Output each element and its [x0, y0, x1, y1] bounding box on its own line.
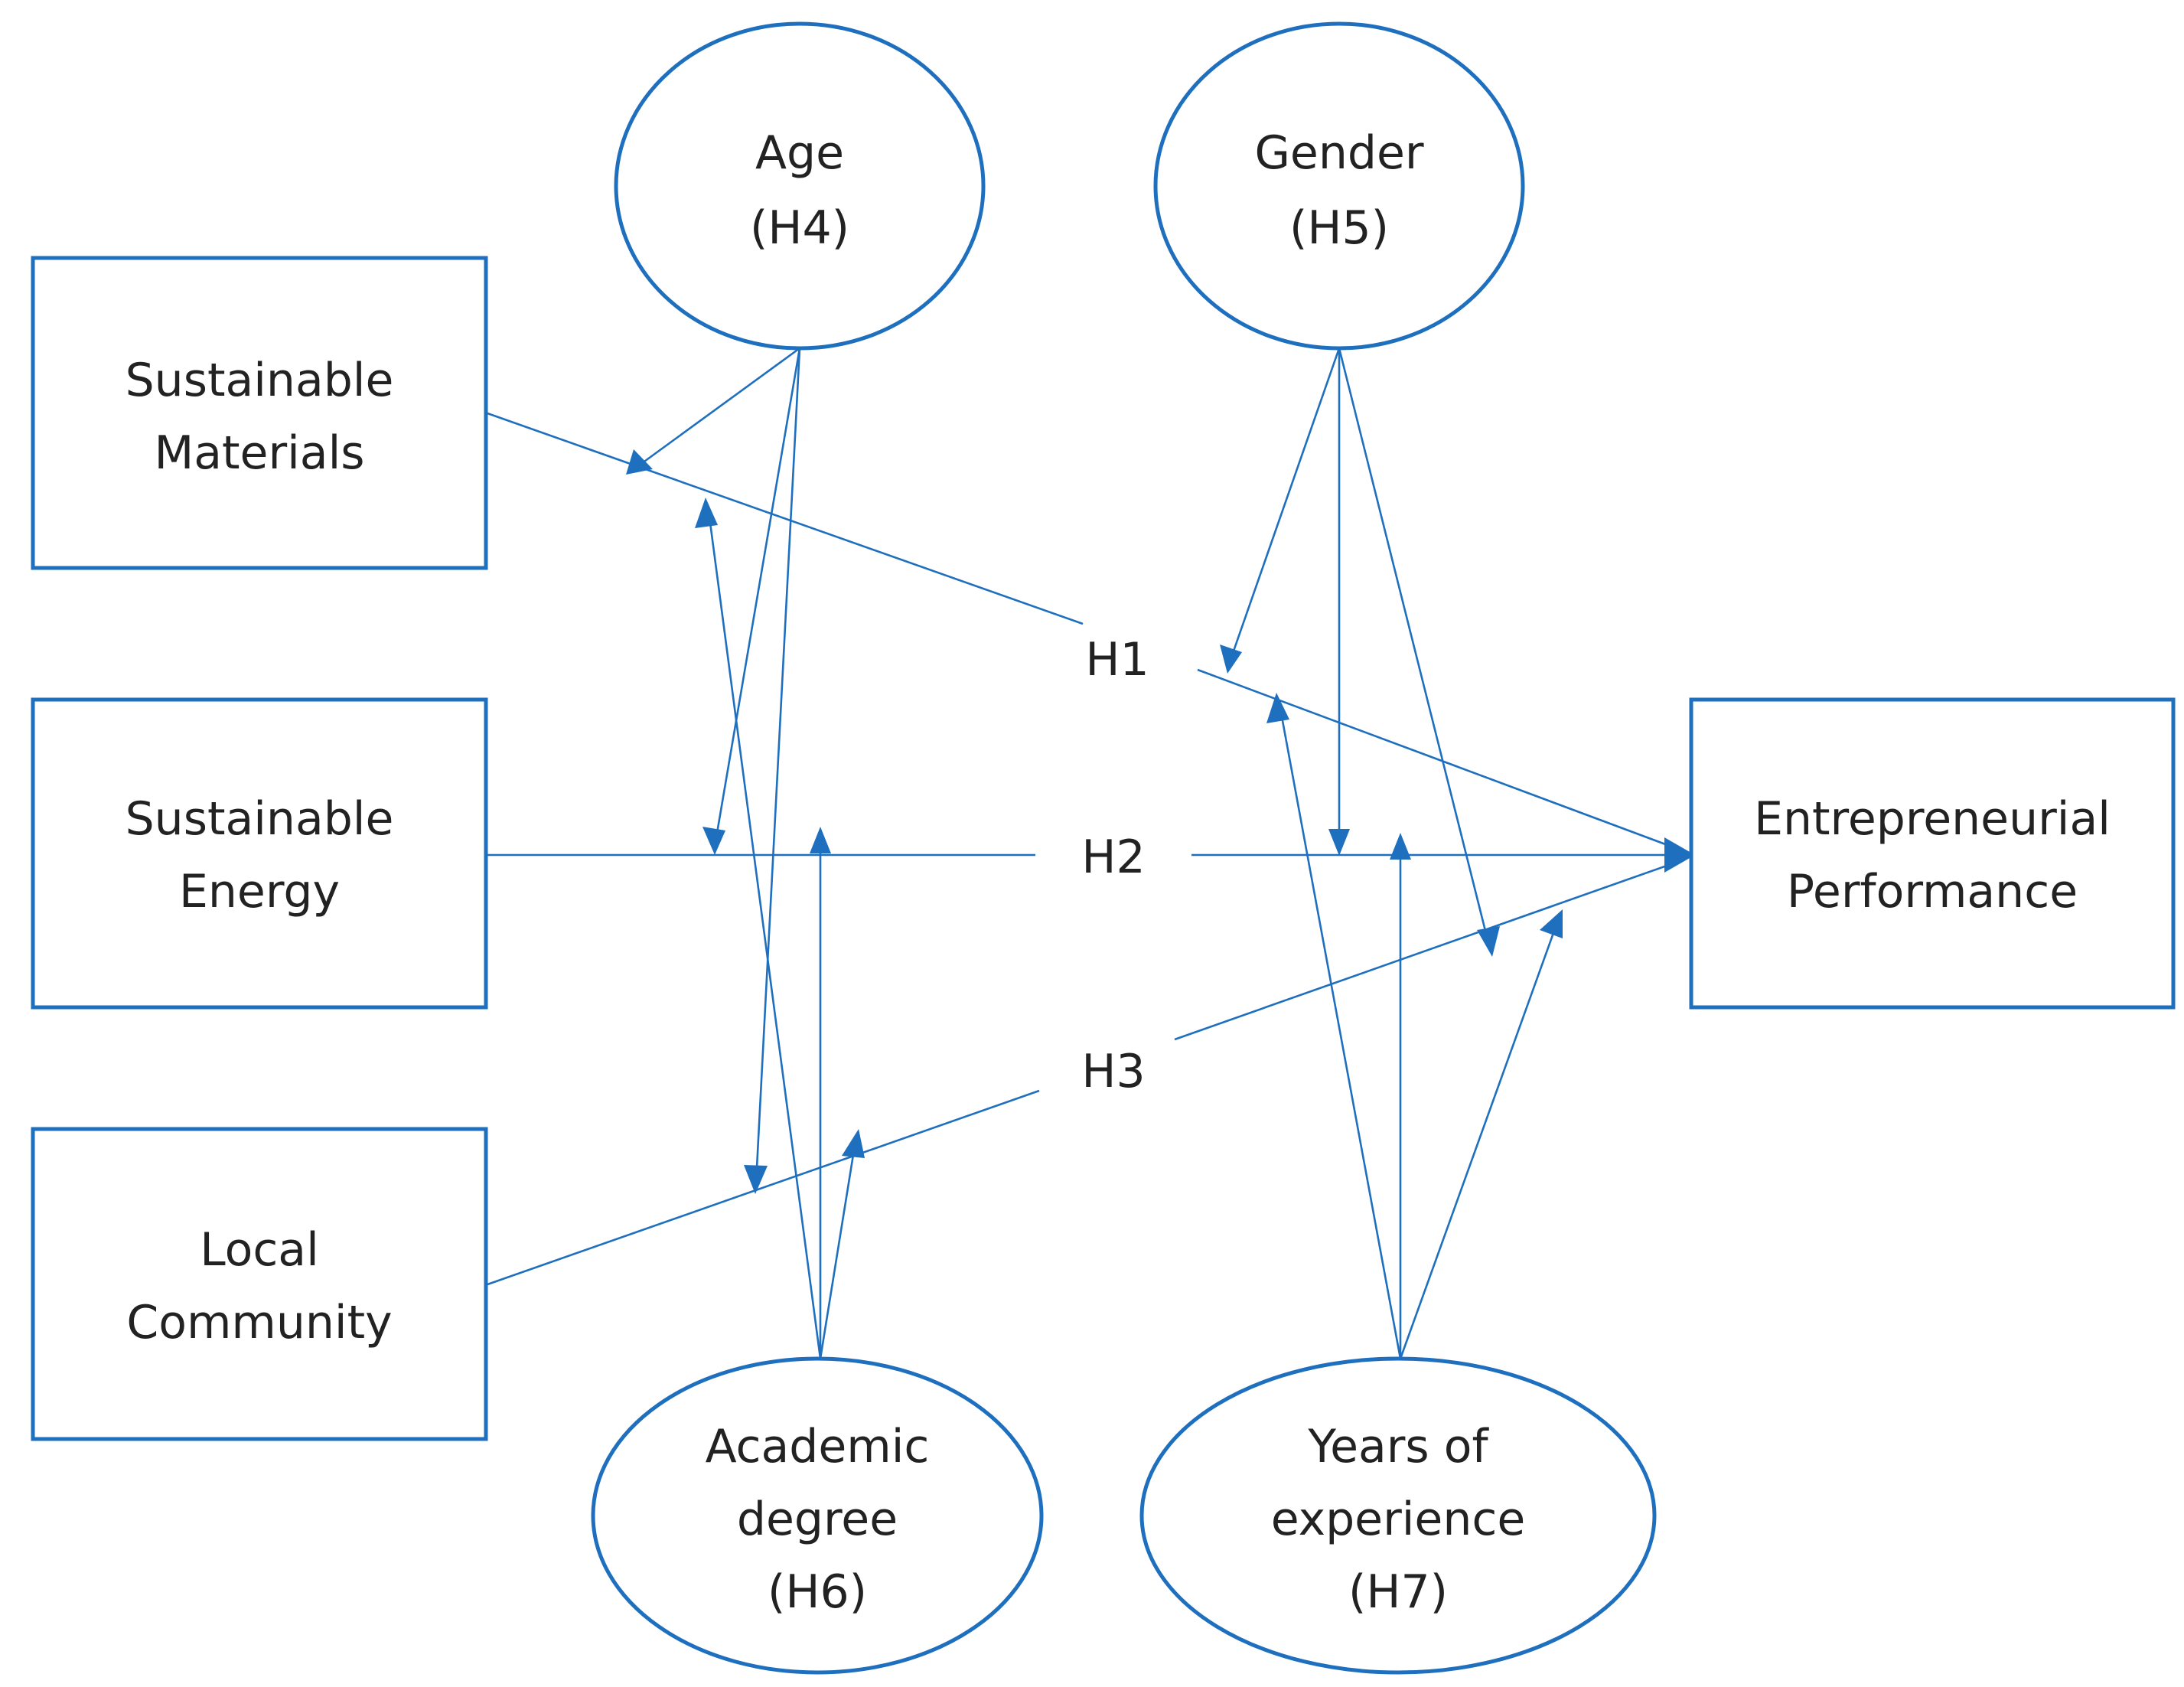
age-moderator-node: Age (H4) [614, 21, 986, 351]
experience-h3-arrowhead [1540, 909, 1563, 938]
age-h2-arrowhead [702, 827, 725, 855]
h2-label: H2 [1081, 830, 1145, 884]
years-of-experience-moderator-node: Years of experience (H7) [1139, 1356, 1657, 1675]
years-of-experience-label-line-1: Years of [1307, 1420, 1489, 1473]
academic-h2-arrowhead [810, 827, 831, 853]
gender-h1-arrowhead [1220, 644, 1242, 674]
hypothesis-labels: H1 H2 H3 [1081, 633, 1149, 1098]
gender-label-line-2: (H5) [1289, 201, 1389, 255]
h1-h2-h3-arrowhead [1664, 837, 1695, 873]
age-to-h1-link [638, 347, 800, 467]
academic-degree-ellipse [591, 1356, 1044, 1675]
h3-path-segment-left [487, 1089, 1040, 1286]
years-of-experience-ellipse [1139, 1356, 1657, 1675]
academic-degree-label-line-3: (H6) [768, 1565, 867, 1619]
h1-path-segment-left [487, 412, 1084, 625]
local-community-box [31, 1127, 488, 1441]
sustainable-materials-label-line-1: Sustainable [125, 354, 394, 407]
age-label-line-2: (H4) [750, 201, 849, 255]
academic-h1-arrowhead [695, 498, 718, 528]
academic-degree-label-line-2: degree [737, 1493, 898, 1546]
gender-to-h3-link [1338, 348, 1490, 944]
h3-path-segment-right [1174, 860, 1680, 1041]
age-label-line-1: Age [755, 126, 844, 180]
moderation-paths [638, 347, 1559, 1359]
h3-label: H3 [1081, 1045, 1145, 1098]
age-to-h2-link [714, 348, 801, 843]
gender-label-line-1: Gender [1254, 126, 1423, 180]
academic-degree-moderator-node: Academic degree (H6) [591, 1356, 1044, 1675]
entrepreneurial-performance-node: Entrepreneurial Performance [1689, 697, 2176, 1010]
age-ellipse [614, 21, 986, 351]
gender-h3-arrowhead [1477, 926, 1500, 957]
entrepreneurial-performance-box [1689, 697, 2176, 1010]
gender-ellipse [1153, 21, 1525, 351]
experience-h1-arrowhead [1266, 693, 1289, 723]
sustainable-materials-label-line-2: Materials [154, 426, 364, 480]
local-community-node: Local Community [31, 1127, 488, 1441]
age-h3-arrowhead [744, 1165, 768, 1194]
gender-moderator-node: Gender (H5) [1153, 21, 1525, 351]
academic-degree-label-line-1: Academic [706, 1420, 930, 1473]
local-community-label-line-1: Local [200, 1223, 319, 1277]
experience-to-h3-link [1399, 922, 1559, 1359]
academic-to-h3-link [819, 1140, 857, 1359]
years-of-experience-label-line-3: (H7) [1348, 1565, 1448, 1619]
gender-to-h1-link [1229, 348, 1341, 661]
academic-h3-arrowhead [842, 1129, 865, 1158]
arrowheads [626, 449, 1695, 1194]
entrepreneurial-performance-label-line-1: Entrepreneurial [1754, 792, 2111, 846]
local-community-label-line-2: Community [126, 1296, 392, 1349]
gender-h2-arrowhead [1328, 829, 1350, 856]
sustainable-materials-box [31, 256, 488, 570]
sustainable-energy-label-line-1: Sustainable [125, 792, 394, 846]
h1-label: H1 [1085, 633, 1149, 687]
experience-to-h1-link [1278, 703, 1402, 1359]
sustainable-materials-node: Sustainable Materials [31, 256, 488, 570]
age-h1-arrowhead [626, 449, 653, 475]
years-of-experience-label-line-2: experience [1271, 1493, 1526, 1546]
age-to-h3-link [755, 348, 801, 1183]
sustainable-energy-label-line-2: Energy [179, 865, 340, 919]
experience-h2-arrowhead [1390, 833, 1411, 860]
entrepreneurial-performance-label-line-2: Performance [1787, 865, 2078, 919]
academic-to-h1-link [706, 504, 822, 1359]
h1-path-segment-right [1197, 668, 1680, 851]
sustainable-energy-node: Sustainable Energy [31, 697, 488, 1010]
sustainable-energy-box [31, 697, 488, 1010]
